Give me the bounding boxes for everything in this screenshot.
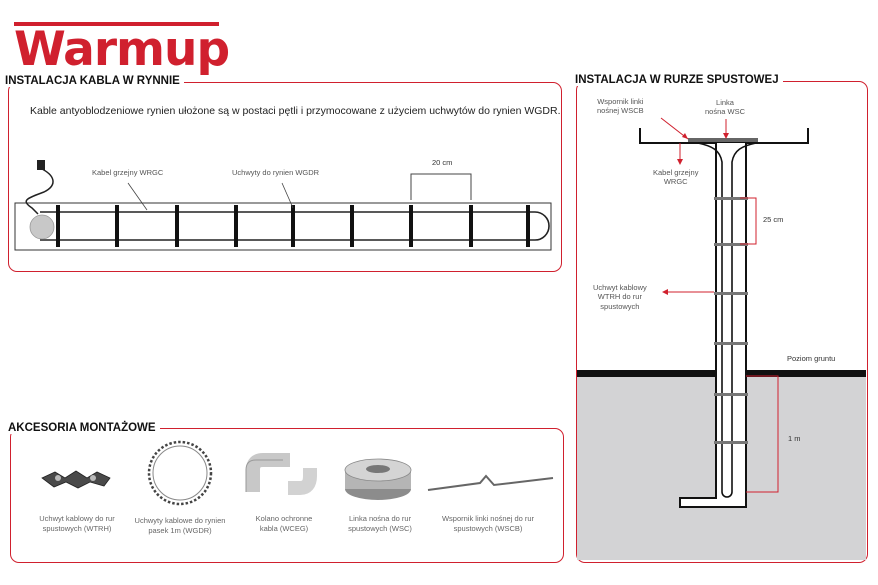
pipe-clip (714, 292, 748, 295)
ground-level-label: Poziom gruntu (787, 354, 836, 363)
accessory-caption-wsc: Linka nośna do rur spustowych (WSC) (348, 514, 412, 533)
spacing-25cm-label: 25 cm (763, 215, 784, 224)
pipe-clip (714, 197, 748, 200)
pipe-clips (714, 197, 748, 444)
gutter-trough (14, 202, 552, 251)
warmup-logo: Warmup (14, 22, 230, 77)
wscb-label: Wspornik linki nośnej WSCB (597, 97, 644, 116)
pipe-clip (714, 441, 748, 444)
pipe-clip (714, 342, 748, 345)
gutter-spacing-label: 20 cm (432, 158, 453, 167)
wtrh-label: Uchwyt kablowy WTRH do rur spustowych (593, 283, 647, 311)
downpipe-title: INSTALACJA W RURZE SPUSTOWEJ (575, 74, 783, 86)
arrowhead (677, 159, 683, 165)
pipe-clip (714, 243, 748, 246)
pipe-clip (714, 393, 748, 396)
gutter-clip (234, 205, 238, 247)
gutter-clips-label: Uchwyty do rynien WGDR (232, 168, 320, 177)
spacing-bracket (410, 173, 472, 200)
gutter-clip (115, 205, 119, 247)
cable-leader (127, 182, 148, 211)
end-cap (29, 214, 55, 240)
wire-bracket-icon (427, 474, 554, 491)
arrowhead (682, 133, 688, 139)
wsc-label: Linka nośna WSC (705, 98, 746, 117)
gutter-clip (175, 205, 179, 247)
gutter-clip (56, 205, 60, 247)
pipe-cable (697, 142, 757, 498)
gutter-description: Kable antyoblodzeniowe rynien ułożone są… (30, 105, 561, 117)
spacing-25cm-bracket (740, 197, 757, 245)
logo-bar (14, 22, 219, 26)
accessory-caption-wscb: Wspornik linki nośnej do rur spustowych … (441, 514, 535, 533)
accessories-title: AKCESORIA MONTAŻOWE (8, 422, 160, 434)
arrowhead (723, 133, 729, 139)
gutter-clip (350, 205, 354, 247)
elbow-icon (245, 453, 317, 495)
accessories-panel (10, 428, 564, 563)
wire-reel-icon (344, 458, 412, 500)
depth-1m-label: 1 m (788, 434, 801, 443)
pipe-cable-label: Kabel grzejny WRGC (653, 168, 699, 187)
plug-icon (37, 160, 45, 170)
gutter-title: INSTALACJA KABLA W RYNNIE (5, 75, 184, 87)
cable-clip-icon (41, 470, 111, 489)
gutter-cable-label: Kabel grzejny WRGC (92, 168, 164, 177)
depth-1m-bracket (746, 375, 779, 493)
arrowhead (662, 289, 668, 295)
gutter-clips (56, 205, 530, 247)
cold-lead (25, 167, 54, 215)
downpipe (679, 143, 747, 508)
gutter-clip (291, 205, 295, 247)
gutter-panel (8, 82, 562, 272)
clips-leader (281, 182, 294, 209)
wscb-bracket (688, 138, 758, 142)
gutter-clip (526, 205, 530, 247)
accessory-caption-wceg: Kolano ochronne kabla (WCEG) (255, 514, 313, 533)
gutter-clip (409, 205, 413, 247)
gutter-clip (469, 205, 473, 247)
clip-belt-icon (147, 440, 213, 506)
heating-cable-loop (40, 211, 550, 241)
accessory-caption-wtrh: Uchwyt kablowy do rur spustowych (WTRH) (39, 514, 115, 533)
accessory-caption-wgdr: Uchwyty kablowe do rynien pasek 1m (WGDR… (134, 516, 226, 535)
